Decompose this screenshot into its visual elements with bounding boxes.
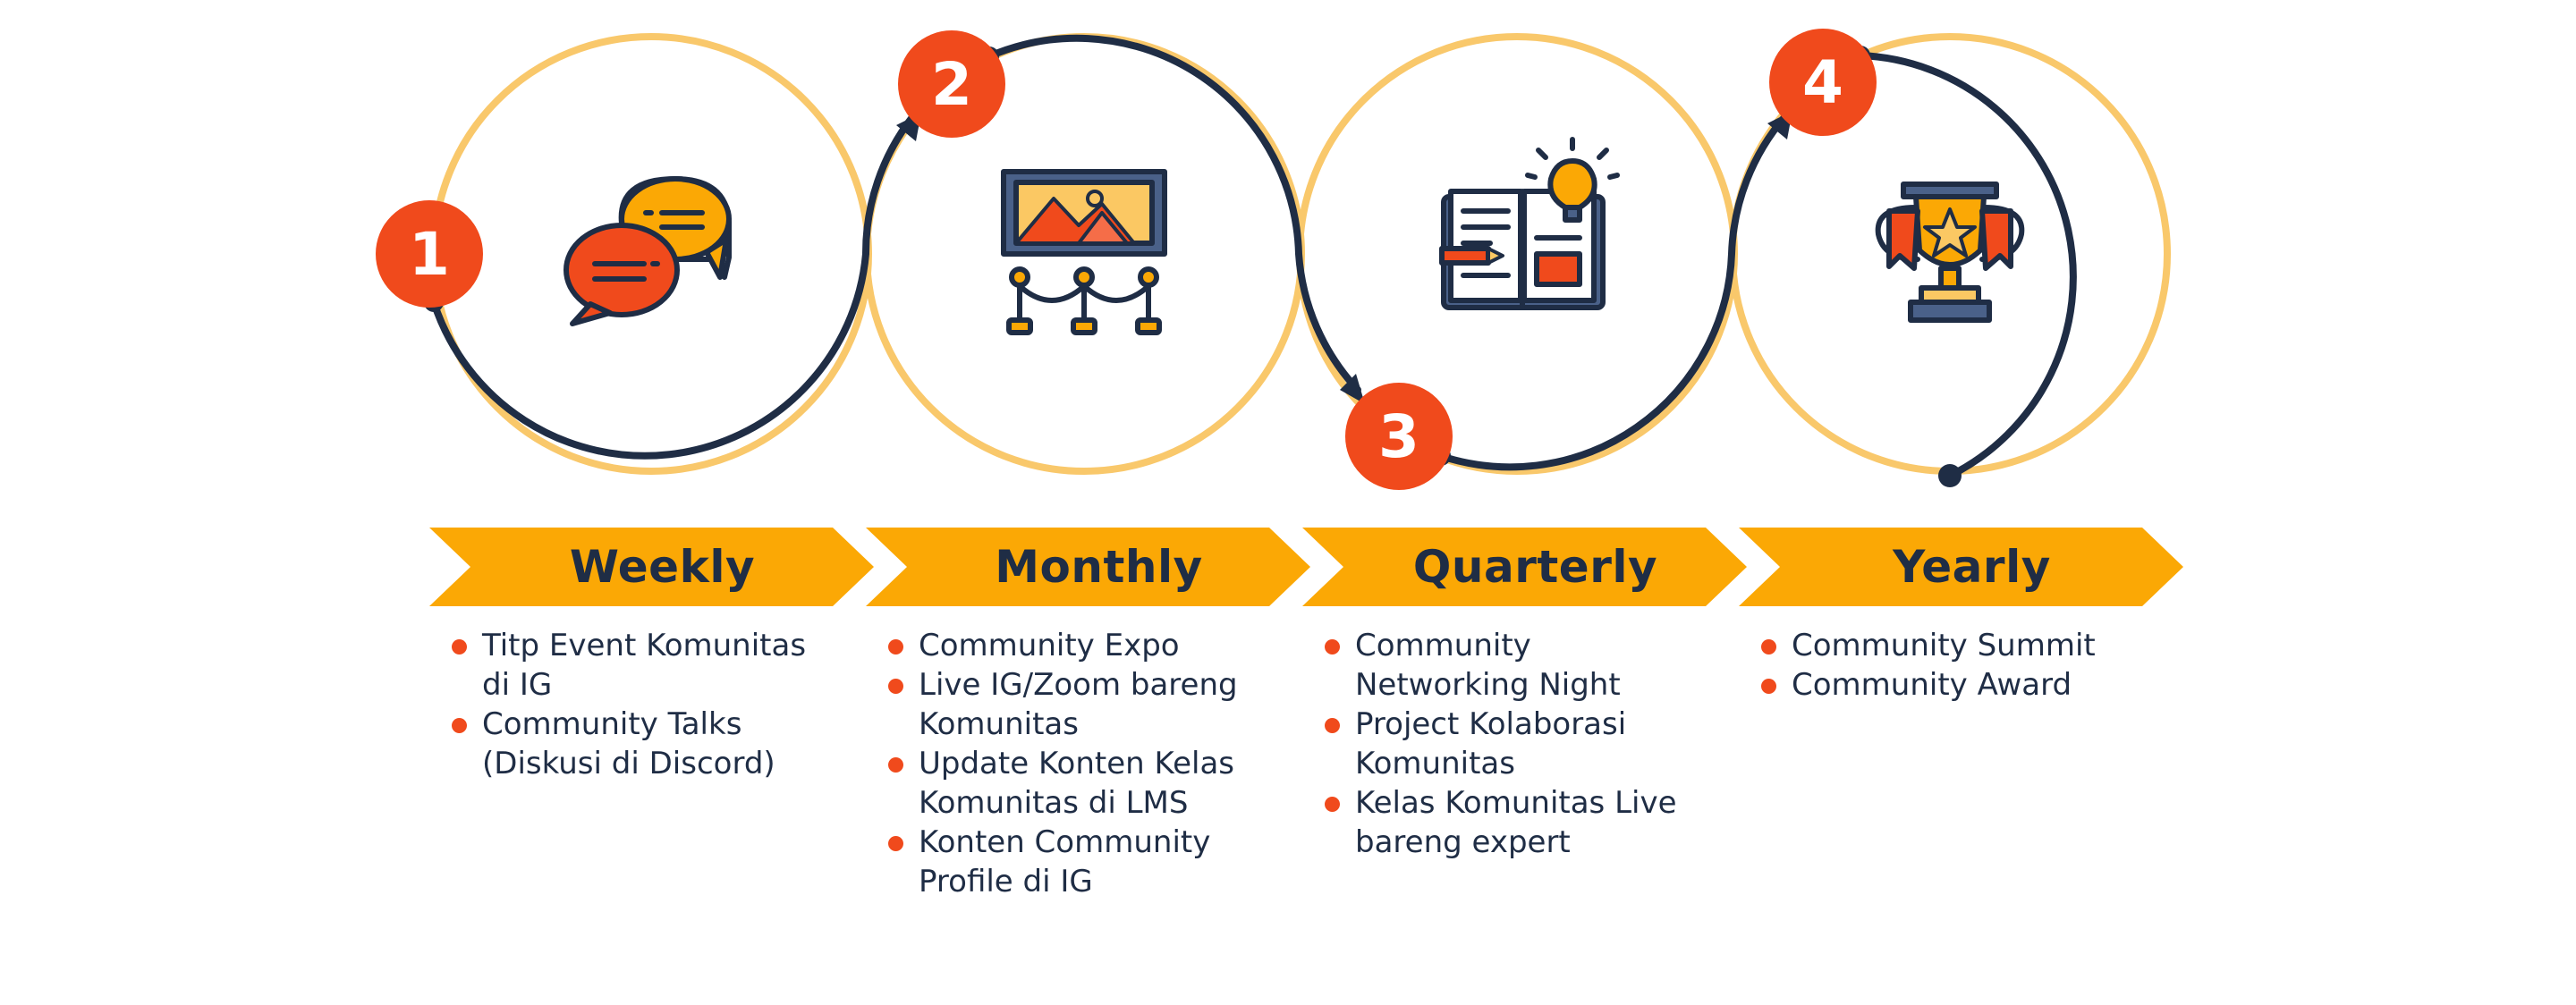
list-item: Community Expo — [888, 626, 1264, 665]
progress-path — [430, 34, 2077, 479]
list-item: Project Kolaborasi Komunitas — [1325, 705, 1700, 783]
stage-title: Weekly — [569, 541, 756, 593]
list-item: Update Konten Kelas Komunitas di LMS — [888, 744, 1264, 823]
list-item: Konten Community Profile di IG — [888, 823, 1264, 901]
activity-list-monthly: Community Expo Live IG/Zoom bareng Komun… — [888, 626, 1264, 901]
activity-list-yearly: Community Summit Community Award — [1761, 626, 2137, 705]
list-item: Community Summit — [1761, 626, 2137, 665]
stage-number-badge: 1 — [376, 200, 483, 308]
stage-number-badge: 2 — [898, 30, 1005, 138]
open-book-idea-icon — [1439, 137, 1620, 310]
list-item: Community Talks (Diskusi di Discord) — [452, 705, 827, 783]
trophy-icon — [1875, 182, 2025, 323]
list-item: Community Award — [1761, 665, 2137, 705]
stage-banner-weekly: Weekly — [429, 528, 874, 606]
list-item: Kelas Komunitas Live bareng expert — [1325, 783, 1700, 862]
list-item: Titp Event Komunitas di IG — [452, 626, 827, 705]
stage-title: Quarterly — [1412, 541, 1658, 593]
stage-number-badge: 3 — [1345, 383, 1453, 490]
activity-list-weekly: Titp Event Komunitas di IG Community Tal… — [452, 626, 827, 783]
stage-banner-quarterly: Quarterly — [1302, 528, 1747, 606]
stage-number-badge: 4 — [1769, 29, 1877, 136]
stage-title: Yearly — [1893, 541, 2051, 593]
list-item: Live IG/Zoom bareng Komunitas — [888, 665, 1264, 744]
stage-title: Monthly — [995, 541, 1203, 593]
stage-banner-yearly: Yearly — [1739, 528, 2183, 606]
path-dot — [1938, 464, 1962, 487]
gallery-exhibition-icon — [1001, 169, 1167, 335]
stage-banner-monthly: Monthly — [866, 528, 1310, 606]
activity-list-quarterly: Community Networking Night Project Kolab… — [1325, 626, 1700, 862]
arrowhead-to-3 — [1340, 374, 1365, 404]
chat-bubbles-icon — [564, 176, 732, 326]
list-item: Community Networking Night — [1325, 626, 1700, 705]
